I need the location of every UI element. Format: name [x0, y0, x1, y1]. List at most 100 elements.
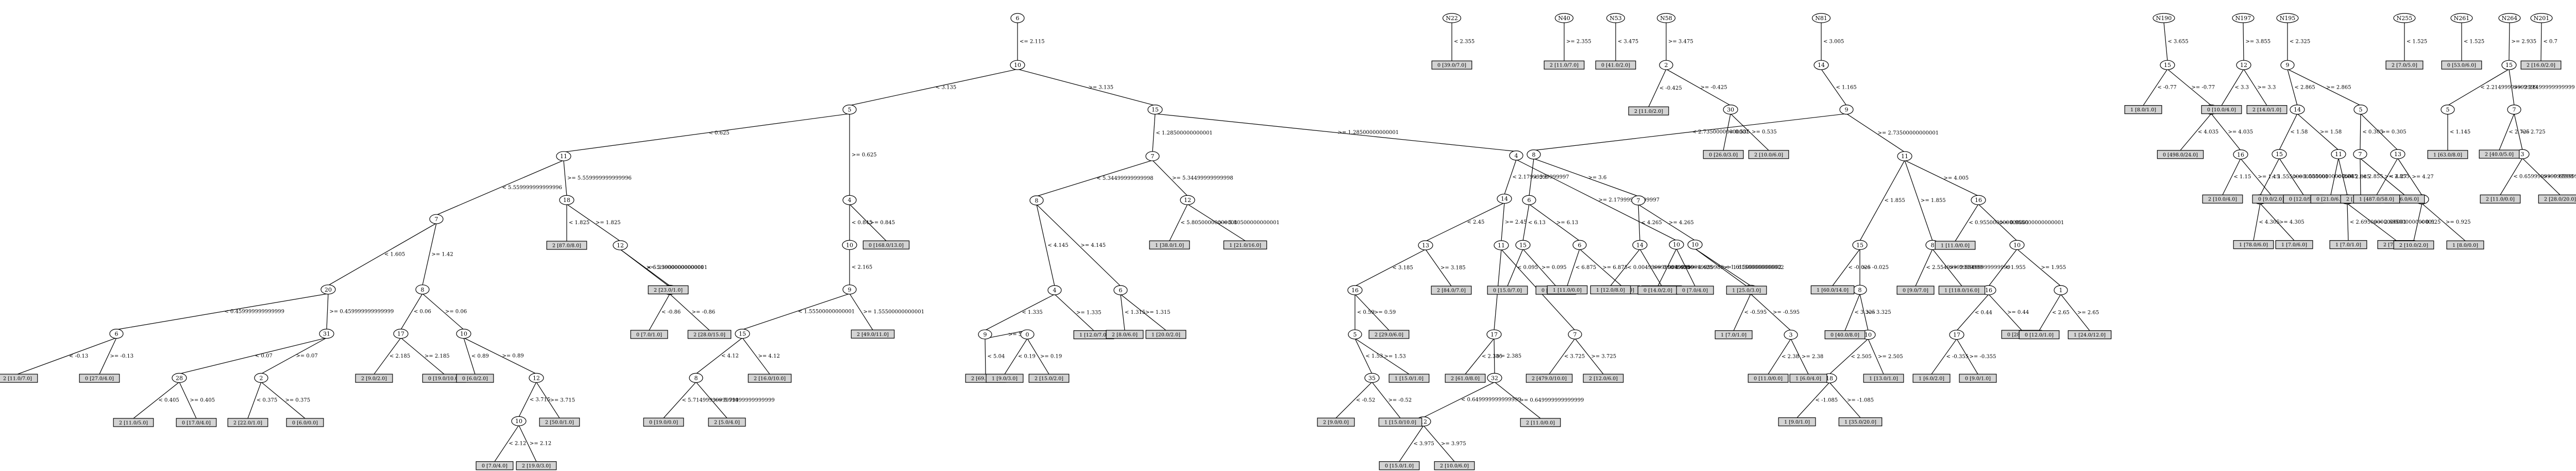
leaf-node: 1 [11.0/0.0] [1547, 285, 1588, 295]
edge-label: >= 0.459999999999999 [330, 309, 394, 315]
leaf-node-label: 2 [14.0/1.0] [2252, 107, 2281, 113]
split-node-label: 9 [1845, 107, 1849, 113]
edge: >= 6.13 [1529, 204, 1580, 241]
split-node-label: 8 [694, 375, 698, 381]
leaf-node-label: 0 [19.0/10.0] [428, 376, 460, 382]
leaf-node-box [1676, 285, 1714, 295]
split-node-label: 15 [2276, 151, 2283, 158]
leaf-node: 0 [168.0/13.0] [862, 240, 910, 249]
edge-line [2243, 69, 2267, 106]
edge-label: >= -1.085 [1847, 397, 1874, 403]
leaf-node-box [2275, 240, 2313, 249]
edge-label: >= 4.145 [1081, 243, 1106, 248]
leaf-node: 0 [40.0/8.0] [1824, 330, 1866, 340]
edge-line [422, 293, 464, 330]
edge-line [1120, 294, 1125, 330]
split-node: 8 [1527, 149, 1541, 160]
leaf-node-label: 2 [10.0/4.0] [2208, 197, 2237, 203]
split-node: 5 [2441, 105, 2455, 115]
edge-line [463, 338, 476, 375]
leaf-node-label: 1 [12.0/8.0] [1596, 288, 1625, 293]
split-node-label: 20 [325, 287, 332, 293]
edge-line [2243, 22, 2244, 61]
leaf-node-box [1431, 285, 1472, 295]
split-node-label: N195 [2280, 15, 2296, 22]
edge-label: >= 5.04 [1008, 332, 1030, 338]
edge-label: < 3.975 [1414, 441, 1434, 447]
split-node-label: 4 [848, 197, 852, 204]
edge: < 3.475 [1615, 22, 1638, 61]
edge-line [1955, 204, 1979, 242]
split-node-label: 6 [1119, 287, 1123, 294]
leaf-node: 1 [78.0/6.0] [2233, 240, 2274, 249]
leaf-node-label: 1 [25.0/3.0] [1732, 288, 1761, 294]
edge-label: >= 0.00499999999999989 [1653, 265, 1724, 271]
split-node: 14 [2290, 105, 2305, 115]
split-node-shape [1814, 60, 1829, 70]
edge: < 3.135 [849, 69, 1018, 106]
split-node-label: 7 [1573, 331, 1577, 338]
edge: < 1.55500000000001 [2260, 158, 2329, 196]
split-node-label: 7 [2359, 151, 2362, 158]
edge-label: < 2.505 [1851, 354, 1872, 360]
edge-label: >= 1.58 [2320, 129, 2342, 135]
split-node-label: 8 [1931, 242, 1935, 248]
leaf-node-box [2201, 105, 2242, 114]
split-node-shape [2501, 60, 2517, 70]
edge-line [2347, 203, 2349, 241]
leaf-node-box [79, 374, 120, 383]
leaf-node: 2 [11.0/0.0] [1520, 418, 1561, 427]
leaf-node: 0 [9.0/1.0] [1959, 374, 1997, 383]
edge: >= 2.355 [1564, 22, 1591, 61]
edge-line [2287, 69, 2361, 106]
edge: >= -0.86 [669, 294, 715, 331]
leaf-node: 2 [28.0/20.0] [2538, 194, 2576, 204]
edge-label: < 2.385 [1482, 354, 1502, 359]
split-node: 5 [2353, 105, 2368, 115]
edge-label: >= 4.265 [1669, 220, 1694, 226]
edge-label: >= -0.025 [1862, 265, 1889, 271]
leaf-node: 0 [7.0/1.0] [630, 330, 668, 339]
edge-label: < 1.855 [1885, 198, 1905, 204]
edge: >= 0.00499999999999989 [1639, 249, 1724, 286]
edge: >= 1.855 [1904, 160, 1946, 241]
edge-label: >= 0.649999999999999 [1520, 398, 1584, 403]
edge: >= -0.425 [1666, 69, 1731, 106]
leaf-node-label: 0 [12.0/9.0] [2289, 197, 2318, 203]
split-node: 8 [1029, 195, 1044, 206]
leaf-node: 2 [87.0/8.0] [546, 241, 587, 250]
edge-label: >= -0.77 [2192, 85, 2215, 90]
leaf-node: 1 [9.0/1.0] [1778, 417, 1816, 427]
edge: < 0.375 [247, 382, 277, 419]
leaf-node-box [355, 374, 393, 383]
leaf-node-box [748, 374, 792, 383]
edge-line [1638, 204, 1696, 241]
edge: >= 4.305 [2260, 203, 2304, 241]
leaf-node-box [1810, 285, 1855, 295]
edge: < 0.305 [2360, 113, 2383, 150]
edge-label: < -0.13 [69, 354, 88, 359]
edge-label: < 5.04 [988, 354, 1005, 359]
edge-line [1768, 339, 1791, 375]
edge: >= 0.44 [1988, 294, 2029, 331]
leaf-node: 1 [25.0/3.0] [1726, 285, 1767, 295]
edge-label: >= 0.89 [502, 354, 524, 359]
split-node-label: 15 [739, 331, 746, 338]
edge: >= 2.725 [2514, 113, 2546, 150]
leaf-node: 1 [8.0/1.0] [2124, 105, 2162, 114]
split-node-shape [1047, 285, 1062, 295]
leaf-node-box [2385, 60, 2424, 70]
edge-line [2338, 158, 2348, 196]
leaf-node: 2 [9.0/0.0] [1317, 417, 1355, 427]
edge-line [1504, 159, 1517, 195]
split-node-shape [2009, 240, 2025, 250]
split-node: 10 [1669, 240, 1684, 250]
split-node: 10 [1010, 60, 1025, 70]
edge-label: >= 1.55500000000001 [863, 309, 925, 315]
edge-line [1371, 382, 1401, 418]
leaf-node-label: 0 [7.0/4.0] [482, 463, 507, 469]
split-node-label: N53 [1609, 15, 1622, 22]
split-node-shape [2331, 149, 2346, 159]
split-node-label: 16 [2237, 152, 2244, 158]
